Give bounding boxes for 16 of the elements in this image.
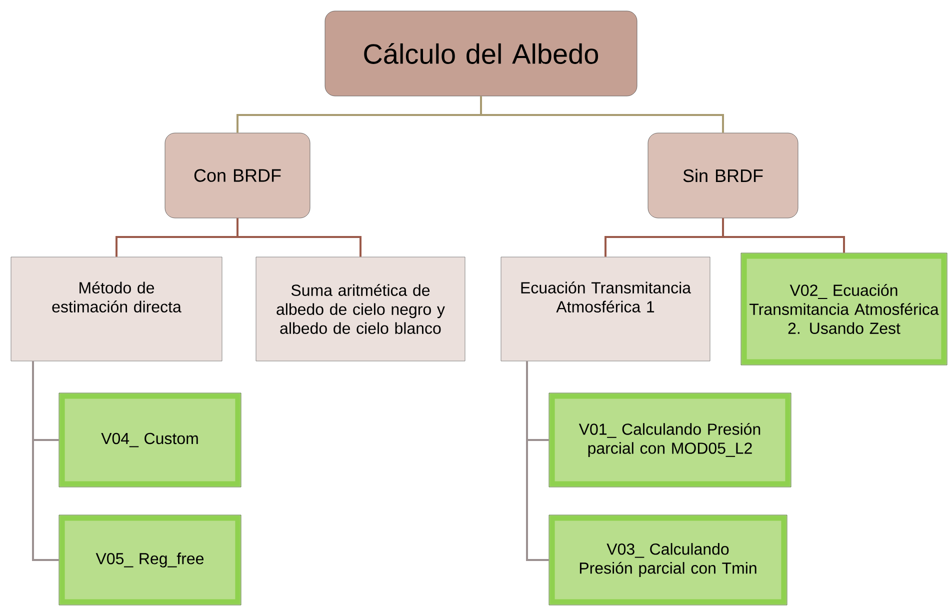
method-box: Método de estimación directa	[10, 256, 222, 362]
version-box: V01_ Calculando Presión parcial con MOD05_L2	[548, 392, 792, 488]
version-box: V02_ Ecuación Transmitancia Atmosférica 2. Usando Zest	[740, 252, 948, 366]
version-box: V03_ Calculando Presión parcial con Tmin	[548, 514, 788, 606]
title-box: Cálculo del Albedo	[324, 10, 638, 96]
method-box: Suma aritmética de albedo de cielo negro y albedo de cielo blanco	[256, 256, 466, 362]
version-box: V04_ Custom	[58, 392, 242, 488]
connector-line	[722, 218, 845, 253]
method-box: Ecuación Transmitancia Atmosférica 1	[500, 256, 710, 362]
connector-line	[32, 361, 59, 561]
category-box: Sin BRDF	[648, 132, 798, 218]
version-box: V05_ Reg_free	[58, 514, 242, 606]
connector-line	[236, 218, 362, 257]
connector-line	[480, 96, 724, 133]
connector-line	[526, 361, 549, 561]
category-box: Con BRDF	[164, 132, 310, 218]
